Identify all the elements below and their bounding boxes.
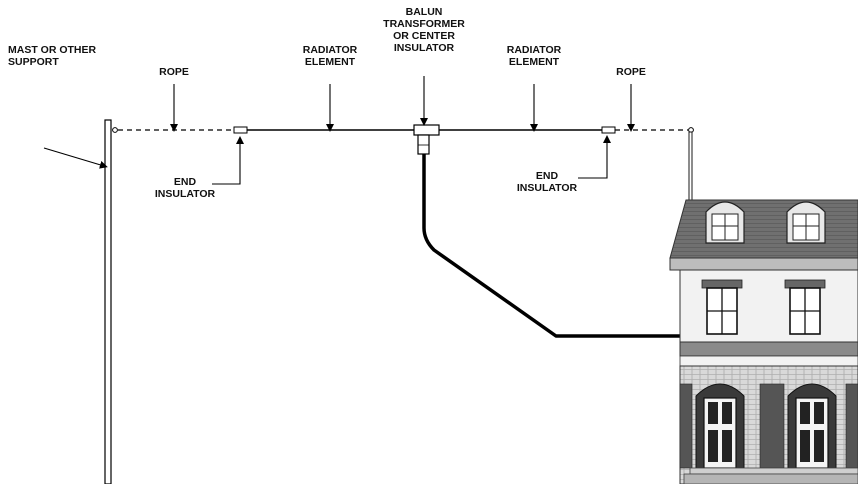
end-insulator-left [233,126,248,134]
arrow-mast [43,147,108,169]
label-mast: MAST OR OTHER SUPPORT [8,44,97,68]
upper-window-right [784,279,826,335]
feedline-cable [422,154,686,338]
label-balun: BALUN TRANSFORMER OR CENTER INSULATOR [383,6,465,54]
label-rope-right: ROPE [616,66,646,78]
label-end-insulator-right: END INSULATOR [516,170,578,194]
dormer-left [705,201,745,244]
label-radiator-left: RADIATOR ELEMENT [302,44,358,68]
pointer-arrows [43,76,635,185]
end-insulator-right [601,126,616,134]
door-left [695,383,745,469]
house-pole [688,131,693,201]
house [669,199,858,484]
balun-center-insulator [413,124,440,155]
door-right [787,383,837,469]
mast [104,119,118,484]
dormer-right [786,201,826,244]
arrow-end-insulator-right [578,135,611,179]
label-radiator-right: RADIATOR ELEMENT [506,44,562,68]
label-end-insulator-left: END INSULATOR [154,176,216,200]
label-rope-left: ROPE [159,66,189,78]
upper-window-left [701,279,743,335]
arrow-end-insulator-left [212,136,244,185]
